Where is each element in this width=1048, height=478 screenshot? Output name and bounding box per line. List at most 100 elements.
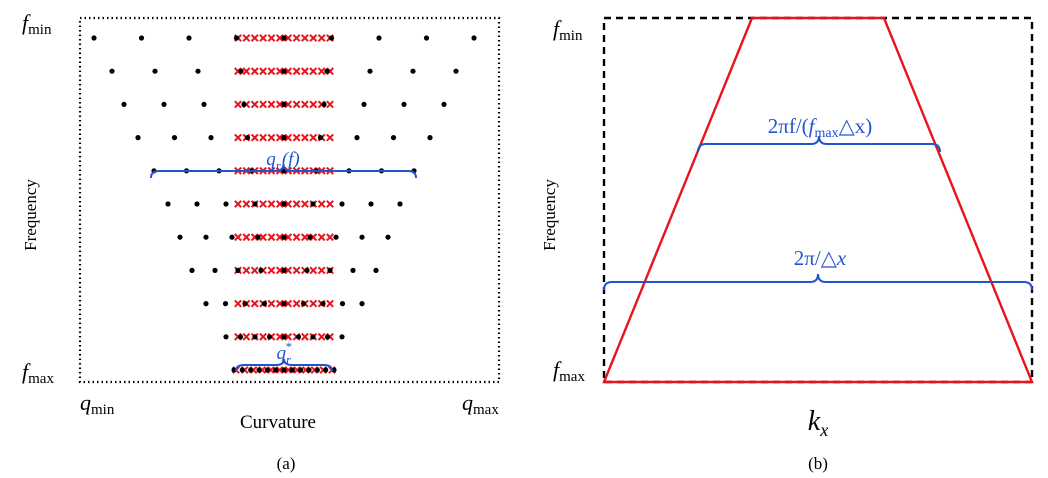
sample-dot: [201, 101, 207, 107]
sample-dot: [239, 367, 245, 373]
sample-cross: [259, 200, 267, 208]
sample-dot: [281, 101, 287, 107]
sample-dot: [135, 135, 141, 141]
sample-cross: [234, 233, 242, 242]
brace-qr-f-label: qr(f): [266, 149, 300, 173]
sample-cross: [309, 67, 318, 76]
sample-dot: [304, 267, 310, 273]
sample-dot: [410, 68, 416, 74]
sample-cross: [326, 133, 334, 142]
sample-dot: [306, 367, 312, 373]
sample-dot: [350, 267, 356, 273]
sample-cross: [292, 299, 301, 308]
sample-dot: [109, 68, 115, 74]
sample-dot: [385, 234, 391, 240]
sample-dot: [333, 234, 339, 240]
sample-cross: [250, 266, 259, 275]
sample-cross: [234, 133, 242, 142]
panel-b-caption: (b): [808, 454, 828, 473]
sample-dot: [441, 101, 447, 107]
sample-cross: [275, 133, 284, 142]
brace-qr-star: qr*: [235, 339, 333, 372]
sample-cross: [301, 100, 309, 109]
panel-b-fmin-label: fmin: [553, 16, 583, 44]
sample-dot: [161, 101, 167, 107]
sample-dot: [323, 367, 329, 373]
sample-dot: [241, 101, 247, 107]
sample-dot: [186, 35, 192, 41]
sample-dot: [223, 334, 229, 340]
sample-dot: [471, 35, 477, 41]
sample-dot: [212, 267, 218, 273]
sample-cross: [292, 133, 301, 142]
sample-dot: [244, 135, 251, 141]
sample-cross: [242, 332, 251, 341]
brace-2pi-dx-curve: [603, 273, 1033, 291]
sample-cross: [301, 233, 309, 242]
sample-cross: [301, 34, 309, 42]
sample-cross: [317, 266, 326, 275]
sample-dot: [281, 234, 287, 240]
sample-dot: [281, 35, 287, 41]
brace-qr-f: qr(f): [150, 149, 417, 179]
sample-dot: [310, 334, 316, 340]
sample-dot: [138, 35, 145, 41]
sample-cross: [309, 133, 318, 142]
sample-cross: [292, 67, 301, 76]
sample-cross: [309, 34, 318, 42]
sample-cross: [275, 200, 284, 208]
sample-cross: [242, 67, 251, 76]
sample-dot: [281, 334, 287, 340]
sample-cross: [267, 233, 276, 242]
sample-cross: [259, 100, 267, 109]
sample-dot: [427, 135, 433, 141]
sample-grid: [91, 34, 477, 374]
brace-qr-star-curve: [235, 358, 333, 372]
sample-cross: [301, 200, 309, 208]
sample-dot: [233, 35, 240, 41]
sample-cross: [267, 299, 276, 308]
sample-dot: [248, 367, 254, 373]
sample-dot: [261, 301, 268, 307]
brace-2pif: 2πf/(fmax△x): [697, 114, 941, 153]
sample-dot: [281, 135, 287, 141]
sample-dot: [281, 201, 287, 207]
brace-2pi-dx-label: 2π/△x: [794, 246, 847, 270]
sample-dot: [242, 301, 248, 307]
panel-a-qmin-label: qmin: [80, 390, 115, 418]
sample-cross: [284, 266, 293, 275]
sample-dot: [339, 201, 345, 207]
sample-dot: [307, 234, 313, 240]
sample-dot: [229, 234, 235, 240]
sample-dot: [258, 267, 264, 273]
sample-dot: [273, 367, 279, 373]
sample-cross: [242, 233, 251, 242]
sample-cross: [267, 133, 276, 142]
panel-a: qr(f) qr* fmin fmax qmin qmax Frequency …: [21, 10, 501, 473]
sample-dot: [354, 135, 360, 141]
sample-dot: [281, 68, 287, 74]
sample-dot: [171, 135, 178, 141]
sample-dot: [423, 35, 430, 41]
sample-cross: [284, 200, 293, 208]
sample-cross: [317, 233, 326, 242]
sample-cross: [275, 34, 284, 42]
sample-dot: [238, 68, 244, 74]
sample-cross: [275, 266, 284, 275]
sample-dot: [453, 68, 459, 74]
sample-dot: [91, 35, 97, 41]
sample-dot: [339, 334, 345, 340]
sample-dot: [177, 234, 183, 240]
sample-cross: [292, 200, 301, 208]
trapezoid-region: [602, 16, 1034, 384]
sample-dot: [252, 201, 258, 207]
sample-cross: [267, 266, 276, 275]
brace-2pif-curve: [697, 135, 941, 153]
panel-a-ylabel: Frequency: [21, 179, 40, 251]
sample-dot: [252, 334, 258, 340]
sample-cross: [309, 266, 318, 275]
sample-cross: [242, 266, 251, 275]
sample-cross: [242, 34, 251, 42]
sample-dot: [324, 334, 331, 340]
sample-dot: [359, 234, 365, 240]
